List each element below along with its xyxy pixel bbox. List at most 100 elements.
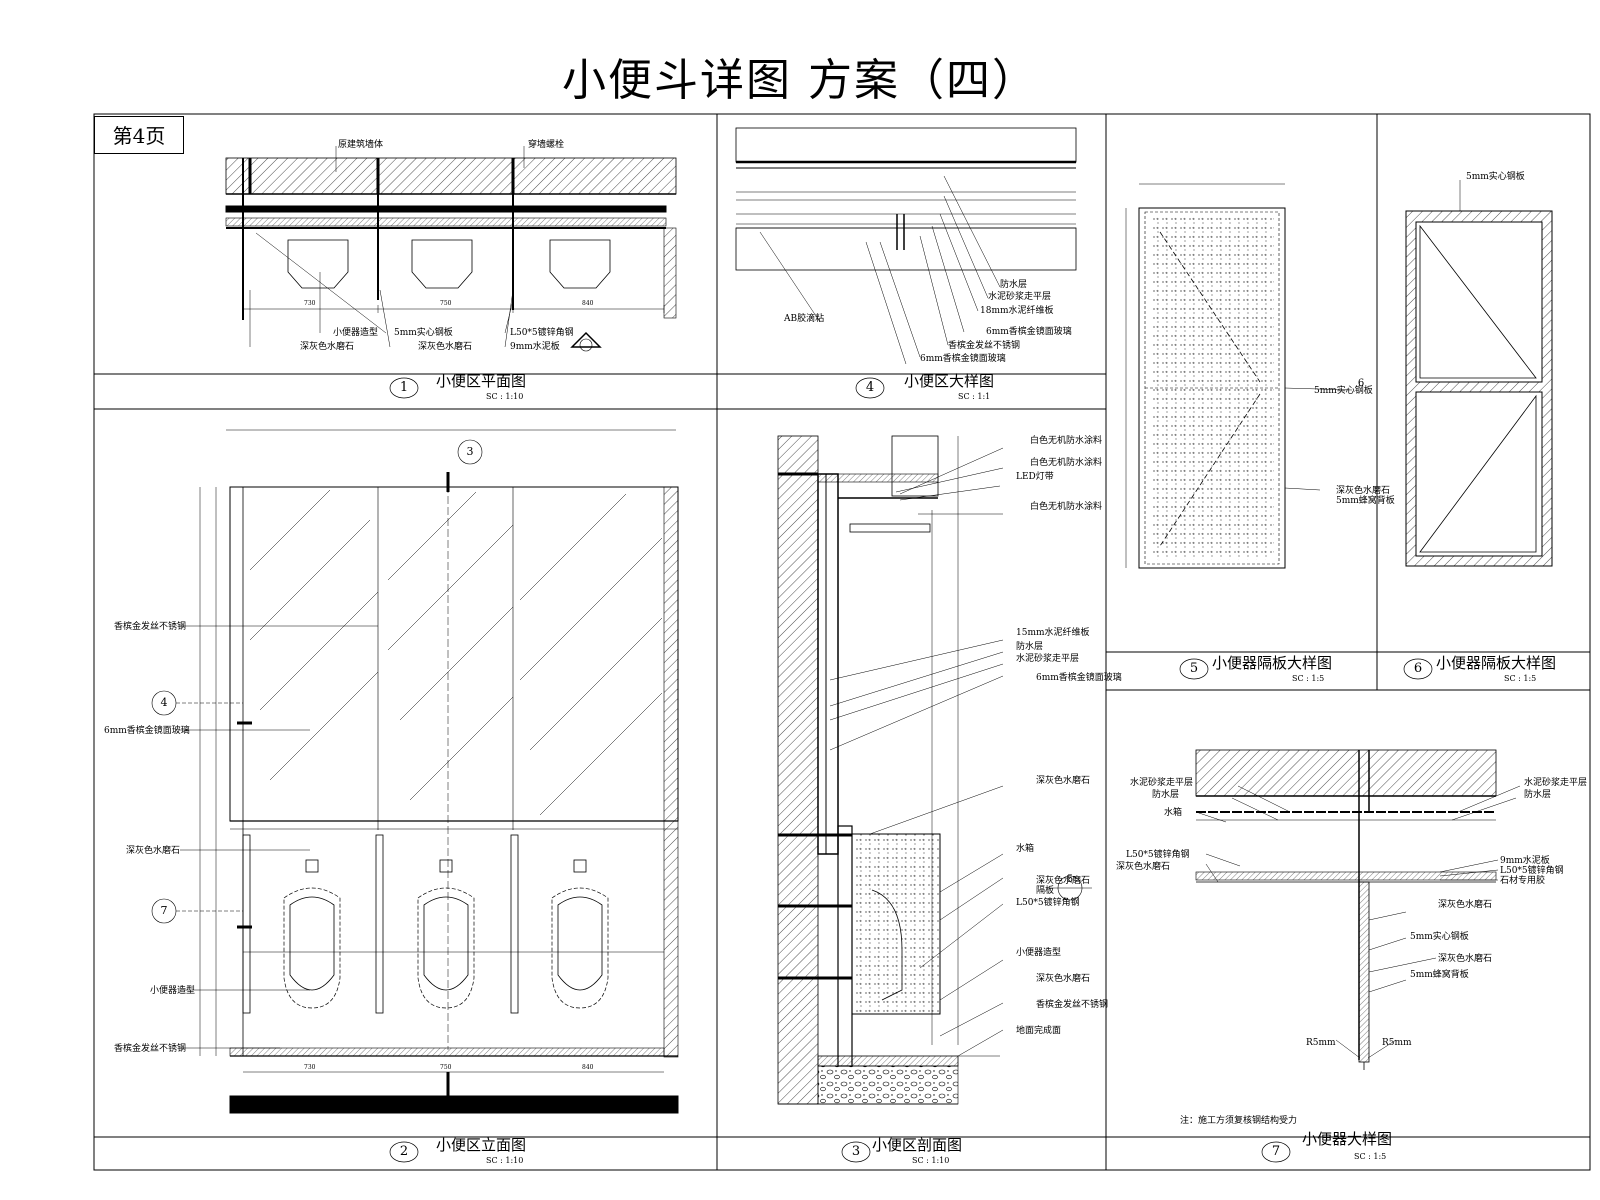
section-note-partition: 隔板 [1036, 886, 1055, 896]
view-5-number: 5 [1189, 661, 1199, 676]
detail7-note-terrazzo-right-1: 深灰色水磨石 [1438, 900, 1493, 910]
view-2-number: 2 [399, 1144, 409, 1159]
view-6-number: 6 [1413, 661, 1423, 676]
section-note-mortar: 水泥砂浆走平层 [1016, 654, 1080, 664]
elev-dim-1: 730 [304, 1064, 316, 1071]
page-label: 第4页 [94, 116, 184, 154]
detail4-note-mirror: 6mm香槟金镜面玻璃 [986, 327, 1072, 337]
view-5-scale: SC : 1:5 [1292, 674, 1325, 683]
elev-dim-2: 750 [440, 1064, 452, 1071]
view-2-scale: SC : 1:10 [486, 1156, 524, 1165]
plan-note-wall: 原建筑墙体 [338, 140, 384, 150]
section-note-paint-2: 白色无机防水涂料 [1030, 458, 1103, 468]
plan-dim-2: 750 [440, 300, 452, 307]
view-3-number: 3 [851, 1144, 861, 1159]
sheet-frame [93, 113, 1591, 1171]
plan-note-bolt: 穿墙螺栓 [528, 140, 565, 150]
section-note-paint-1: 白色无机防水涂料 [1030, 436, 1103, 446]
view-number-circles [389, 377, 1433, 1163]
detail7-note-tank: 水箱 [1164, 808, 1183, 818]
view-7-number: 7 [1271, 1144, 1281, 1159]
view-3-scale: SC : 1:10 [912, 1156, 950, 1165]
detail7-note-terrazzo-left: 深灰色水磨石 [1116, 862, 1171, 872]
view-4-scale: SC : 1:1 [958, 392, 991, 401]
detail5-marker-6: 6 [1357, 378, 1365, 389]
section-note-angle: L50*5镀锌角钢 [1016, 898, 1080, 908]
detail4-note-fiber: 18mm水泥纤维板 [980, 306, 1054, 316]
elev-note-terrazzo: 深灰色水磨石 [126, 846, 181, 856]
view-7-scale: SC : 1:5 [1354, 1152, 1387, 1161]
elev-marker-7: 7 [160, 904, 168, 917]
section-note-waterproof: 防水层 [1016, 642, 1044, 652]
plan-note-urinal: 小便器造型 [333, 328, 379, 338]
section-note-floor: 地面完成面 [1016, 1026, 1062, 1036]
detail7-note-waterproof-right: 防水层 [1524, 790, 1552, 800]
detail4-note-mirror-2: 6mm香槟金镜面玻璃 [920, 354, 1006, 364]
view-6-title: 小便器隔板大样图 [1436, 654, 1557, 672]
elev-note-mirror: 6mm香槟金镜面玻璃 [104, 726, 190, 736]
detail7-note-waterproof-left: 防水层 [1152, 790, 1180, 800]
section-note-terrazzo-1: 深灰色水磨石 [1036, 776, 1091, 786]
plan-note-terrazzo-1: 深灰色水磨石 [300, 342, 355, 352]
detail5-note-honeycomb: 5mm蜂窝背板 [1336, 496, 1395, 506]
sheet-title: 小便斗详图 方案（四） [562, 55, 1038, 106]
detail7-note-cement: 9mm水泥板 [1500, 856, 1550, 866]
elev-note-ss-top: 香槟金发丝不锈钢 [114, 622, 187, 632]
section-note-terrazzo-2: 深灰色水磨石 [1036, 876, 1091, 886]
detail7-note-steel: 5mm实心钢板 [1410, 932, 1469, 942]
view-5-title: 小便器隔板大样图 [1212, 654, 1333, 672]
detail7-note-r5-left: R5mm [1306, 1038, 1336, 1048]
section-note-mirror: 6mm香槟金镜面玻璃 [1036, 673, 1122, 683]
section-marker-5: 5 [1066, 874, 1074, 885]
plan-dim-1: 730 [304, 300, 316, 307]
detail-4-view [735, 127, 1077, 365]
view-4-number: 4 [865, 380, 875, 395]
detail7-note-honeycomb: 5mm蜂窝背板 [1410, 970, 1469, 980]
detail-6-view [1405, 180, 1553, 567]
detail4-note-mortar: 水泥砂浆走平层 [988, 292, 1052, 302]
elev-note-urinal: 小便器造型 [150, 986, 196, 996]
detail-5-view [1125, 183, 1353, 569]
view-4-title: 小便区大样图 [904, 372, 995, 390]
elev-marker-3: 3 [466, 445, 474, 458]
section-note-fiber: 15mm水泥纤维板 [1016, 628, 1090, 638]
detail7-note-mortar-left: 水泥砂浆走平层 [1130, 778, 1194, 788]
view-6-scale: SC : 1:5 [1504, 674, 1537, 683]
detail4-note-waterproof: 防水层 [1000, 280, 1028, 290]
elevation-view [151, 429, 679, 1114]
detail4-note-ss: 香槟金发丝不锈钢 [948, 341, 1021, 351]
detail7-note-r5-right: R5mm [1382, 1038, 1412, 1048]
detail5-note-terrazzo: 深灰色水磨石 [1336, 486, 1391, 496]
view-2-title: 小便区立面图 [436, 1136, 527, 1154]
view-3-title: 小便区剖面图 [872, 1136, 963, 1154]
detail5-note-steel: 5mm实心钢板 [1314, 386, 1373, 396]
detail4-note-glue: AB胶滴粘 [784, 314, 825, 324]
detail7-note-angle-right: L50*5镀锌角钢 [1500, 866, 1564, 876]
section-note-paint-3: 白色无机防水涂料 [1030, 502, 1103, 512]
detail7-footnote: 注：施工方须复核钢结构受力 [1180, 1116, 1298, 1126]
view-1-title: 小便区平面图 [436, 372, 527, 390]
elev-dim-3: 840 [582, 1064, 594, 1071]
section-note-ss: 香槟金发丝不锈钢 [1036, 1000, 1109, 1010]
detail6-note-steel: 5mm实心钢板 [1466, 172, 1525, 182]
detail7-note-terrazzo-right-2: 深灰色水磨石 [1438, 954, 1493, 964]
section-note-terrazzo-3: 深灰色水磨石 [1036, 974, 1091, 984]
view-1-number: 1 [399, 380, 409, 395]
detail-7-view [1195, 749, 1521, 1070]
plan-note-cement: 9mm水泥板 [510, 342, 560, 352]
view-7-title: 小便器大样图 [1302, 1130, 1393, 1148]
plan-view [225, 146, 677, 352]
section-view [777, 435, 1092, 1105]
detail7-note-angle-left: L50*5镀锌角钢 [1126, 850, 1190, 860]
plan-dim-3: 840 [582, 300, 594, 307]
section-note-led: LED灯带 [1016, 472, 1054, 482]
detail7-note-mortar-right: 水泥砂浆走平层 [1524, 778, 1588, 788]
elev-note-ss-bottom: 香槟金发丝不锈钢 [114, 1044, 187, 1054]
section-note-urinal: 小便器造型 [1016, 948, 1062, 958]
view-1-scale: SC : 1:10 [486, 392, 524, 401]
elev-marker-4: 4 [160, 696, 168, 709]
detail7-note-stone-glue: 石材专用胶 [1500, 876, 1546, 886]
section-note-tank: 水箱 [1016, 844, 1035, 854]
plan-note-terrazzo-2: 深灰色水磨石 [418, 342, 473, 352]
